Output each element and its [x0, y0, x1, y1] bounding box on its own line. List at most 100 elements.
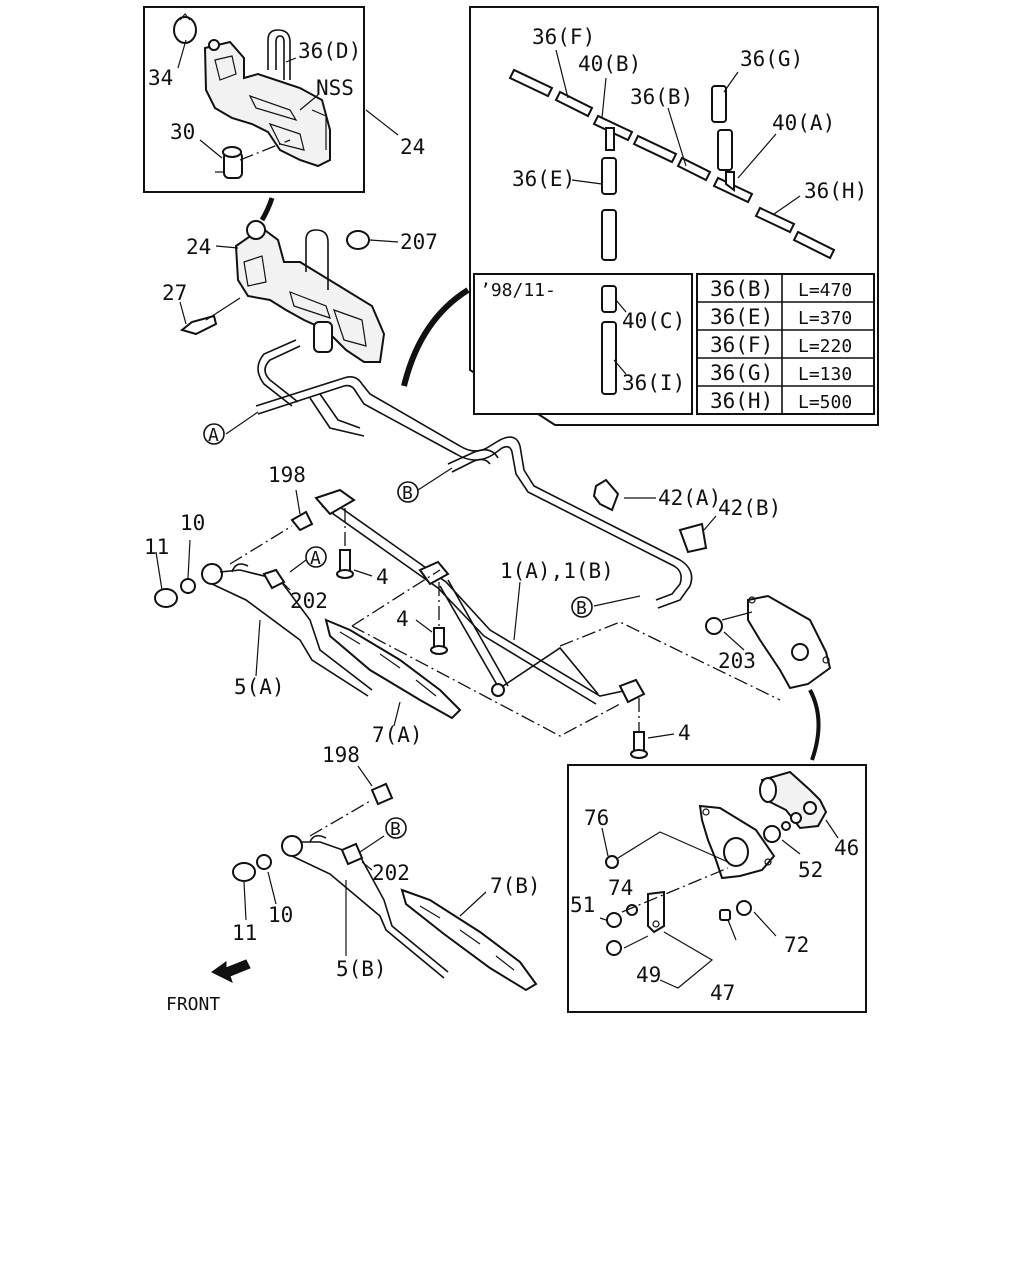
bolt-4c [630, 731, 648, 759]
label-5a: 5(A) [234, 675, 285, 699]
label-24: 24 [186, 235, 211, 259]
bushing-72 [719, 900, 752, 921]
table-length-2: L=370 [798, 308, 852, 329]
bolt-76 [605, 855, 619, 869]
table-length-4: L=130 [798, 364, 852, 385]
label-1ab: 1(A),1(B) [500, 559, 614, 583]
label-36h: 36(H) [804, 179, 867, 203]
pump-30 [215, 146, 243, 179]
label-198b: 198 [322, 743, 360, 767]
hose-length-table: 36(B) L=470 36(E) L=370 36(F) L=220 36(G… [696, 273, 875, 415]
hose-segments [508, 68, 836, 261]
label-40a: 40(A) [772, 111, 835, 135]
label-7b: 7(B) [490, 874, 541, 898]
nozzle-198b [370, 782, 394, 806]
label-24-inset: 24 [400, 135, 425, 159]
wiper-linkage [314, 488, 646, 705]
washer-tank-24 [234, 220, 386, 363]
label-49: 49 [636, 963, 661, 987]
marker-a-1: A [208, 425, 219, 446]
label-4a: 4 [376, 565, 389, 589]
link-bracket-47 [647, 890, 665, 934]
label-207: 207 [400, 230, 438, 254]
hose-36d-inset [267, 29, 291, 80]
nozzle-198a [290, 510, 314, 532]
label-202a: 202 [290, 589, 328, 613]
label-36d: 36(D) [298, 39, 361, 63]
nut-51 [606, 912, 622, 928]
nut-10b [256, 854, 272, 870]
label-34: 34 [148, 66, 173, 90]
label-36e: 36(E) [512, 167, 575, 191]
washer-tank-inset [203, 39, 331, 168]
label-36b: 36(B) [630, 85, 693, 109]
label-42a: 42(A) [658, 486, 721, 510]
label-52: 52 [798, 858, 823, 882]
hose-layout-inset: 36(F) 40(B) 36(G) 36(B) 40(A) 36(E) 36(H… [469, 6, 879, 426]
wiper-arm-5a [201, 563, 373, 697]
label-5b: 5(B) [336, 957, 387, 981]
label-11b: 11 [232, 921, 257, 945]
label-27: 27 [162, 281, 187, 305]
label-202b: 202 [372, 861, 410, 885]
marker-b-1: B [402, 483, 413, 504]
clip-42a [592, 478, 620, 512]
nut-10a [180, 578, 196, 594]
marker-a-2: A [310, 548, 321, 569]
table-part-2: 36(E) [710, 305, 773, 329]
wiper-blade-7b [400, 888, 538, 992]
nut-203 [705, 617, 723, 635]
motor-plate [698, 804, 776, 880]
table-length-3: L=220 [798, 336, 852, 357]
label-74: 74 [608, 876, 633, 900]
nut-49 [606, 940, 622, 956]
label-since-98: ’98/11- [480, 280, 556, 301]
motor-pointer [808, 689, 821, 761]
label-front: FRONT [166, 994, 220, 1015]
label-198a: 198 [268, 463, 306, 487]
label-30: 30 [170, 120, 195, 144]
cap-11b [232, 862, 256, 882]
label-36i: 36(I) [622, 371, 685, 395]
joint-202a [262, 568, 286, 590]
table-length-5: L=500 [798, 392, 852, 413]
label-nss: NSS [316, 76, 354, 100]
table-part-5: 36(H) [710, 389, 773, 413]
inset-pointer-tank [259, 197, 275, 222]
label-10a: 10 [180, 511, 205, 535]
inset-pointer-hose [401, 287, 470, 387]
cap-11a [154, 588, 178, 608]
label-40b: 40(B) [578, 52, 641, 76]
marker-b-3: B [390, 819, 401, 840]
washer-52 [763, 825, 781, 843]
label-203: 203 [718, 649, 756, 673]
label-10b: 10 [268, 903, 293, 927]
main-washer-hose [255, 339, 693, 609]
wiper-motor-46 [759, 770, 828, 831]
label-11a: 11 [144, 535, 169, 559]
bolt-27 [179, 314, 218, 336]
motor-detail-inset: 76 46 52 74 51 72 49 47 [567, 764, 867, 1013]
table-part-3: 36(F) [710, 333, 773, 357]
tank-detail-inset: 34 36(D) NSS 30 24 [143, 6, 425, 193]
label-72: 72 [784, 933, 809, 957]
table-part-4: 36(G) [710, 361, 773, 385]
cap-207 [346, 230, 370, 250]
wiper-arm-5b [281, 834, 449, 979]
label-76: 76 [584, 806, 609, 830]
joint-202b [340, 842, 364, 866]
bolt-4b [430, 627, 448, 655]
marker-b-2: B [576, 598, 587, 619]
label-40c: 40(C) [622, 309, 685, 333]
table-part-1: 36(B) [710, 277, 773, 301]
label-47: 47 [710, 981, 735, 1005]
label-42b: 42(B) [718, 496, 781, 520]
clip-42b [678, 522, 708, 554]
label-4c: 4 [678, 721, 691, 745]
motor-bracket [747, 594, 832, 690]
bolt-4a [336, 549, 354, 579]
wiper-blade-7a [324, 618, 462, 720]
since-98-subbox: ’98/11- 40(C) 36(I) [473, 273, 693, 415]
label-4b: 4 [396, 607, 409, 631]
